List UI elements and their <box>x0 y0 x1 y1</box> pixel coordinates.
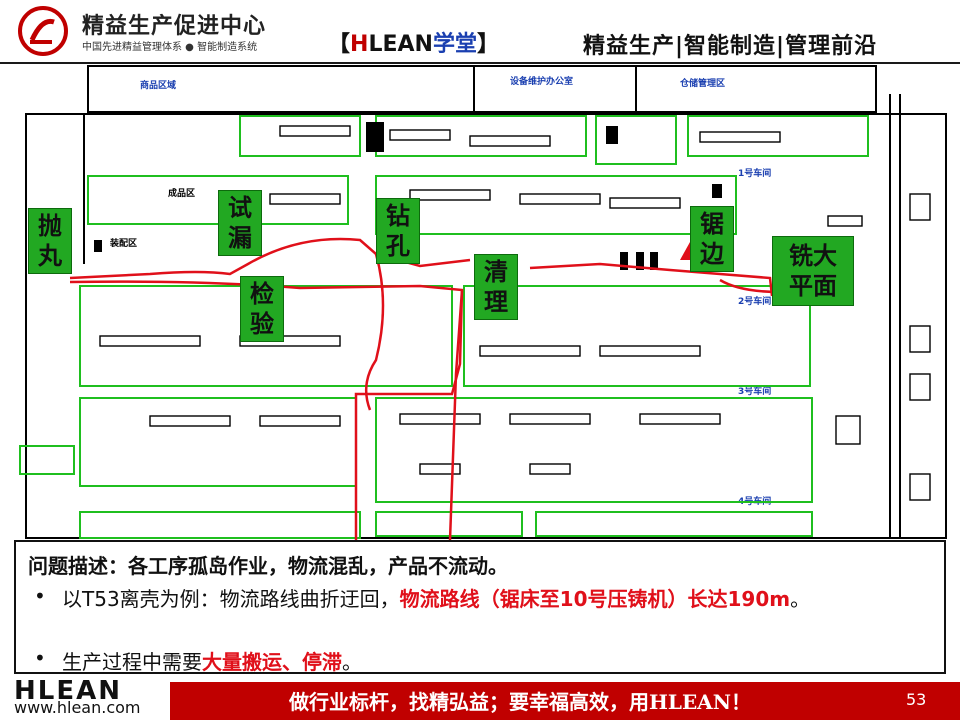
machines <box>99 125 931 501</box>
workshop-3-label: 3号车间 <box>738 385 771 397</box>
process-label-drill: 钻孔 <box>376 198 420 264</box>
problem-description-box: 问题描述：各工序孤岛作业，物流混乱，产品不流动。 • 以T53离壳为例：物流路线… <box>14 540 946 674</box>
zone-labels: 商品区域 设备维护办公室 仓储管理区 成品区 装配区 1号车间 2号车间 3号车… <box>109 75 771 507</box>
process-label-inspect: 检验 <box>240 276 284 342</box>
problem-handling-line: 生产过程中需要大量搬运、停滞。 <box>62 646 362 675</box>
process-label-throw: 抛丸 <box>28 208 72 274</box>
process-label-saw: 锯边 <box>690 206 734 272</box>
brand-title: 【HLEAN学堂】 <box>328 26 499 58</box>
slide-header: 精益生产促进中心 中国先进精益管理体系 ● 智能制造系统 【HLEAN学堂】 精… <box>0 0 960 64</box>
zone-label-finished: 成品区 <box>168 187 195 199</box>
black-blocks <box>94 122 722 270</box>
building-walls <box>25 65 947 539</box>
route-highlight: 物流路线（锯床至10号压铸机）长达190m <box>399 587 791 611</box>
process-label-trial: 试漏 <box>218 190 262 256</box>
page-number: 53 <box>906 690 927 709</box>
handling-text-end: 。 <box>342 650 362 674</box>
handling-text: 生产过程中需要 <box>62 650 202 674</box>
header-tagline: 精益生产|智能制造|管理前沿 <box>583 34 878 59</box>
logo-subtitle: 中国先进精益管理体系 ● 智能制造系统 <box>82 42 258 53</box>
footer-url[interactable]: www.hlean.com <box>14 698 141 717</box>
process-label-clean: 清理 <box>474 254 518 320</box>
logistics-route <box>69 237 781 540</box>
process-label-mill: 铣大平面 <box>772 236 854 306</box>
workshop-1-label: 1号车间 <box>738 167 771 179</box>
route-text: 以T53离壳为例：物流路线曲折迂回， <box>62 587 400 611</box>
route-text-end: 。 <box>790 587 811 611</box>
zone-label-warehouse: 仓储管理区 <box>679 77 725 89</box>
footer-logo: HLEAN <box>14 676 122 706</box>
zone-label-assembly: 装配区 <box>109 237 137 249</box>
brand-bracket-close: 】 <box>476 32 499 57</box>
brand-xuetang: 学堂 <box>432 32 477 57</box>
footer-slogan: 做行业标杆，找精弘益；要幸福高效，用HLEAN！ <box>288 690 751 714</box>
logo-title: 精益生产促进中心 <box>82 14 267 39</box>
green-areas <box>19 115 869 539</box>
brand-lean: LEAN <box>368 32 433 57</box>
bullet-icon: • <box>34 584 46 608</box>
header-divider <box>0 62 960 64</box>
problem-route-line: 以T53离壳为例：物流路线曲折迂回，物流路线（锯床至10号压铸机）长达190m。 <box>62 584 942 614</box>
zone-label-maintenance: 设备维护办公室 <box>510 75 573 87</box>
company-logo-icon <box>18 6 68 56</box>
brand-h: H <box>350 32 369 57</box>
factory-floor-plan: 商品区域 设备维护办公室 仓储管理区 成品区 装配区 1号车间 2号车间 3号车… <box>19 65 947 540</box>
footer-band <box>170 682 960 720</box>
handling-highlight: 大量搬运、停滞 <box>202 650 342 674</box>
brand-bracket-open: 【 <box>328 32 351 57</box>
workshop-2-label: 2号车间 <box>738 295 771 307</box>
problem-title: 问题描述：各工序孤岛作业，物流混乱，产品不流动。 <box>28 554 508 578</box>
zone-label-commodity: 商品区域 <box>140 79 176 91</box>
bullet-icon: • <box>34 646 46 670</box>
